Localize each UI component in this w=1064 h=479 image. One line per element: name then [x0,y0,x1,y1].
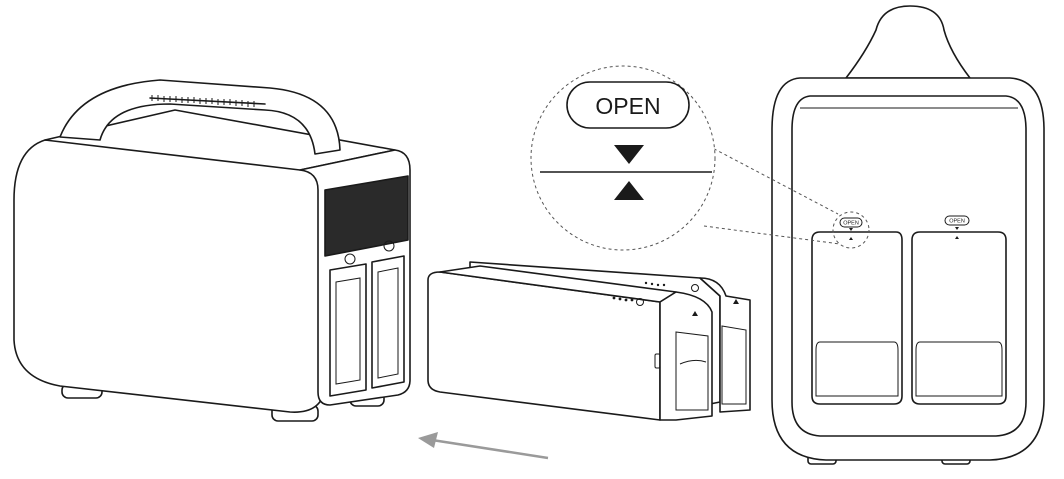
open-callout-label: OPEN [595,93,660,119]
insert-direction-arrow [418,432,549,460]
open-callout-magnifier: OPEN [530,65,841,251]
triangle-up-icon [614,181,644,200]
battery-packs [427,261,751,421]
left-bay-open-label: OPEN [843,221,859,227]
triangle-down-icon [614,145,644,164]
power-station [13,79,411,422]
open-button-badge [566,81,690,129]
right-bay-open-label: OPEN [949,219,965,225]
power-station-top-view: OPEN OPEN [771,5,1045,465]
